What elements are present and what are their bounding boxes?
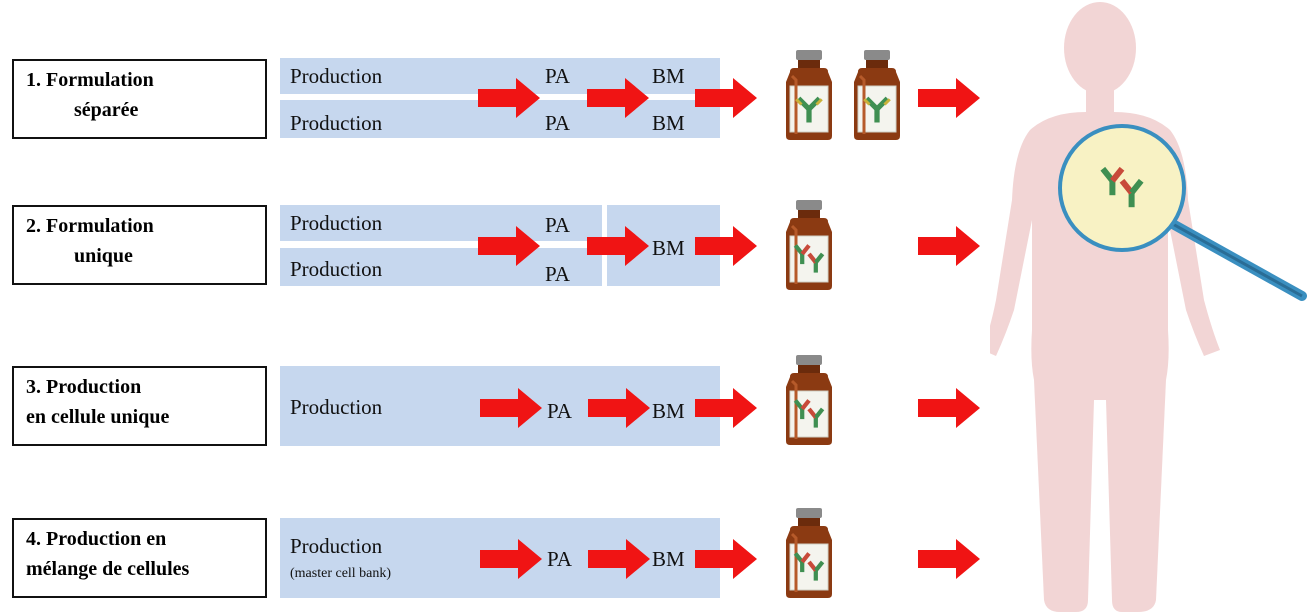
- row4-bm: BM: [652, 547, 685, 571]
- row3-title-line1: 3. Production: [26, 376, 142, 398]
- vial-icon: [780, 50, 838, 140]
- row4-production: Production: [290, 534, 383, 558]
- arrow-icon: [478, 78, 540, 118]
- row1-production-top: Production: [290, 64, 383, 88]
- row1-title-line1: 1. Formulation: [26, 69, 154, 91]
- row1-pa-top: PA: [545, 64, 570, 88]
- vial-icon: [780, 508, 838, 598]
- row2-title-line1: 2. Formulation: [26, 215, 154, 237]
- arrow-icon: [480, 388, 542, 428]
- row2-pa-top: PA: [545, 213, 570, 237]
- arrow-icon: [588, 388, 650, 428]
- row4-title-line2: mélange de cellules: [26, 558, 190, 580]
- row2-production-top: Production: [290, 211, 383, 235]
- row1-band-top: [280, 58, 720, 94]
- row4-title: 4. Production en mélange de cellules: [12, 518, 267, 598]
- arrow-icon: [918, 226, 980, 266]
- arrow-icon: [695, 388, 757, 428]
- row2-production-bottom: Production: [290, 257, 383, 281]
- arrow-icon: [480, 539, 542, 579]
- arrow-icon: [587, 78, 649, 118]
- row2-band-bottom-left: [280, 248, 602, 286]
- row1-bm-top: BM: [652, 64, 685, 88]
- row4-pa: PA: [547, 547, 572, 571]
- row1-production-bottom: Production: [290, 111, 383, 135]
- arrow-icon: [695, 226, 757, 266]
- row2-band-top-left: [280, 205, 602, 241]
- row3-pa: PA: [547, 399, 572, 423]
- vial-icon: [780, 200, 838, 290]
- row2-bm: BM: [652, 236, 685, 260]
- row3-bm: BM: [652, 399, 685, 423]
- arrow-icon: [918, 388, 980, 428]
- magnifier-icon: [1058, 124, 1307, 301]
- arrow-icon: [587, 226, 649, 266]
- row4-production-note: (master cell bank): [290, 566, 392, 581]
- row4-title-line1: 4. Production en: [26, 528, 167, 550]
- arrow-icon: [478, 226, 540, 266]
- vial-icon: [780, 355, 838, 445]
- arrow-icon: [588, 539, 650, 579]
- arrow-icon: [918, 78, 980, 118]
- arrow-icon: [695, 78, 757, 118]
- row2-title-line2: unique: [74, 245, 133, 267]
- row3-title-line2: en cellule unique: [26, 406, 170, 428]
- arrow-icon: [918, 539, 980, 579]
- arrow-icon: [695, 539, 757, 579]
- row3-production: Production: [290, 395, 383, 419]
- row2-pa-bottom: PA: [545, 262, 570, 286]
- row1-title: 1. Formulation séparée: [12, 59, 267, 139]
- row2-title: 2. Formulation unique: [12, 205, 267, 285]
- row1-bm-bottom: BM: [652, 111, 685, 135]
- row3-title: 3. Production en cellule unique: [12, 366, 267, 446]
- row1-pa-bottom: PA: [545, 111, 570, 135]
- vial-icon: [848, 50, 906, 140]
- row1-title-line2: séparée: [74, 99, 139, 121]
